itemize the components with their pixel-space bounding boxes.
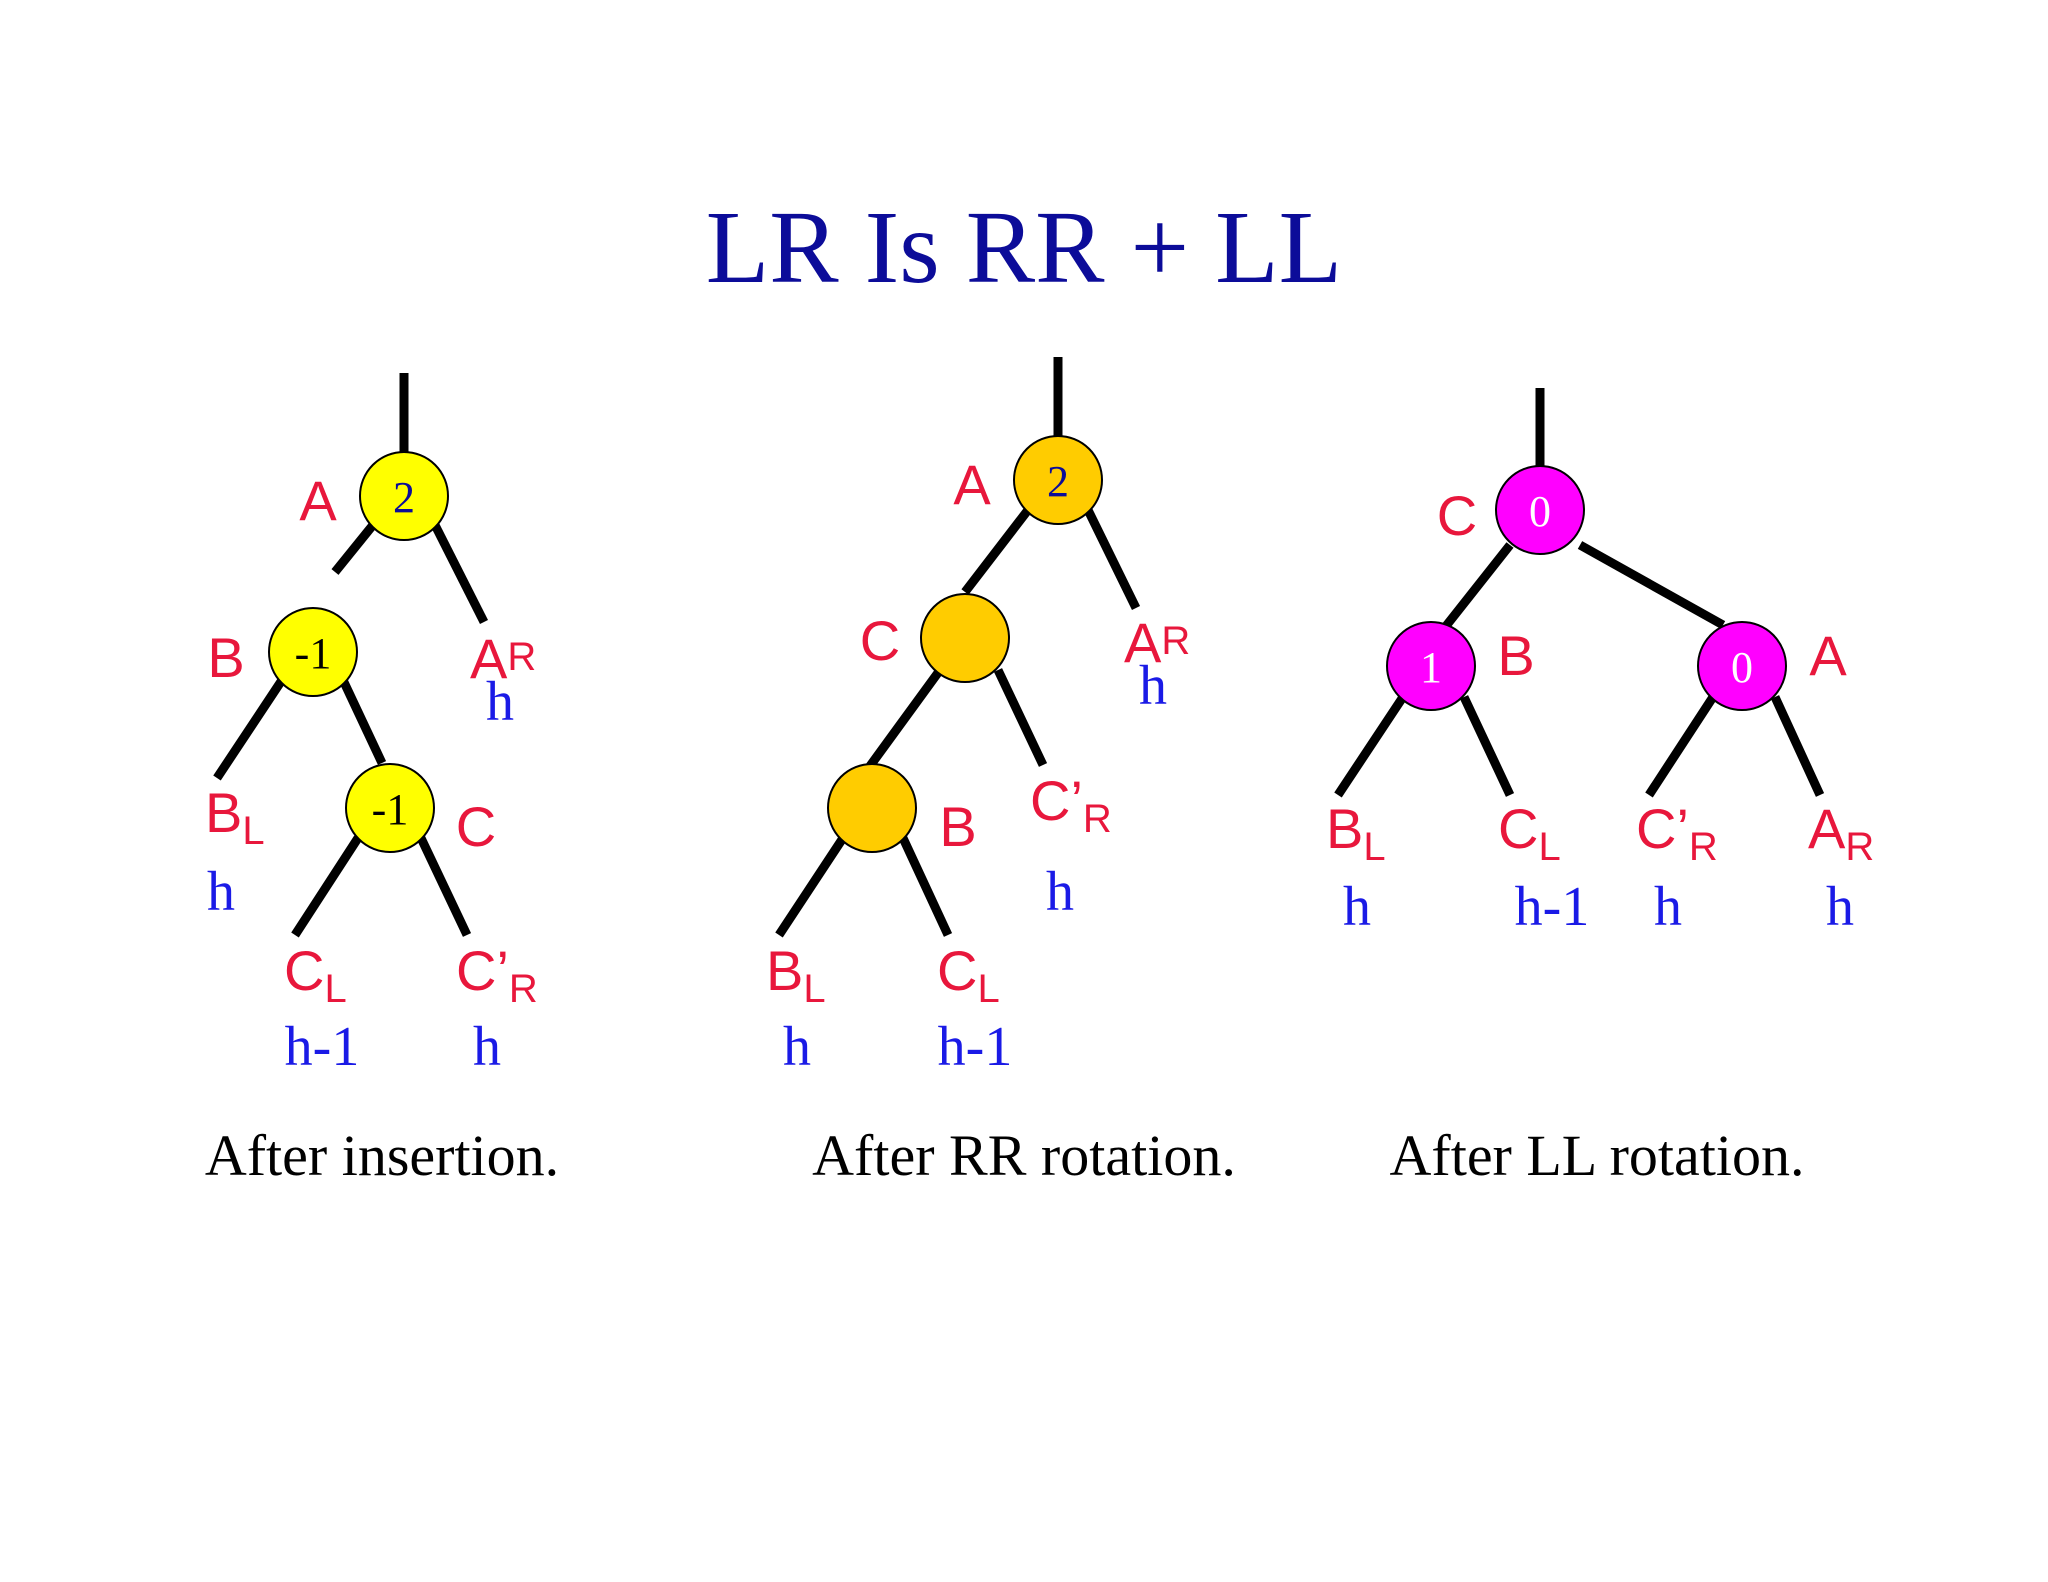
edge-c-a xyxy=(1577,541,1726,629)
caption-after-rr-rotation: After RR rotation. xyxy=(812,1123,1236,1188)
subtree-crp-height: h xyxy=(473,1016,501,1078)
node-c: -1 xyxy=(345,763,435,853)
subtree-crp-height: h xyxy=(1046,861,1074,923)
edge-b-c xyxy=(338,678,387,765)
edge-b-bl xyxy=(213,677,286,781)
node-b-label: B xyxy=(1497,624,1534,687)
caption-after-insertion: After insertion. xyxy=(205,1123,559,1188)
node-c xyxy=(920,593,1010,683)
edge-a-crp xyxy=(1645,694,1717,798)
edge-c-crp xyxy=(993,668,1048,767)
node-b-circle xyxy=(1386,621,1476,711)
node-a: 2 xyxy=(359,451,449,541)
subtree-cl-label: CL xyxy=(937,939,1000,1011)
node-b-circle xyxy=(827,763,917,853)
diagram-after-ll-rotation: 0 1 0 C B A BL h CL h-1 C’R h AR h After… xyxy=(1326,388,1874,1188)
diagram-after-rr-rotation: 2 A C B AR h C’R h BL h CL h-1 After RR … xyxy=(766,357,1236,1188)
edge-b-cl xyxy=(1459,695,1515,797)
node-b-circle xyxy=(268,607,358,697)
subtree-ar-label: AR xyxy=(470,627,536,690)
node-a-label: A xyxy=(1809,624,1847,687)
subtree-cl-height: h-1 xyxy=(1515,876,1590,938)
subtree-bl-label: BL xyxy=(205,781,265,853)
edge-b-bl xyxy=(1334,694,1407,798)
subtree-crp-height: h xyxy=(1654,876,1682,938)
subtree-crp-label: C’R xyxy=(1030,769,1112,841)
subtree-bl-label: BL xyxy=(766,939,826,1011)
node-b-label: B xyxy=(939,795,976,858)
node-a-circle xyxy=(359,451,449,541)
edge-a-c xyxy=(961,507,1032,595)
edge-a-ar xyxy=(1770,695,1825,797)
edge-c-b xyxy=(866,667,944,769)
node-b-balance-factor: 1 xyxy=(1420,643,1442,692)
node-c: 0 xyxy=(1495,465,1585,555)
node-c-label: C xyxy=(1437,484,1477,547)
subtree-ar-height: h xyxy=(1826,876,1854,938)
node-a-balance-factor: 2 xyxy=(1047,457,1069,506)
node-a: 0 xyxy=(1697,621,1787,711)
node-b: -1 xyxy=(268,607,358,697)
subtree-cl-label: CL xyxy=(284,939,347,1011)
node-c-circle xyxy=(345,763,435,853)
slide-title: LR Is RR + LL xyxy=(706,190,1342,305)
node-a-circle xyxy=(1013,435,1103,525)
node-b-balance-factor: -1 xyxy=(295,629,332,678)
node-c-label: C xyxy=(456,795,496,858)
subtree-ar-height: h xyxy=(1139,655,1167,717)
edge-a-b xyxy=(331,522,377,575)
edge-c-cl xyxy=(291,835,362,938)
subtree-bl-height: h xyxy=(1343,876,1371,938)
subtree-bl-height: h xyxy=(783,1016,811,1078)
subtree-crp-label: C’R xyxy=(1636,797,1718,869)
subtree-bl-height: h xyxy=(207,861,235,923)
node-a-circle xyxy=(1697,621,1787,711)
node-a-balance-factor: 2 xyxy=(393,473,415,522)
node-a: 2 xyxy=(1013,435,1103,525)
node-a-label: A xyxy=(299,469,337,532)
node-b xyxy=(827,763,917,853)
edge-c-b xyxy=(1442,542,1514,629)
subtree-cl-height: h-1 xyxy=(938,1016,1013,1078)
node-c-circle xyxy=(920,593,1010,683)
edge-b-cl xyxy=(898,836,953,937)
node-c-balance-factor: 0 xyxy=(1529,487,1551,536)
edge-a-ar xyxy=(1083,508,1141,610)
edge-c-crp xyxy=(416,836,472,937)
subtree-cl-height: h-1 xyxy=(285,1016,360,1078)
node-b-label: B xyxy=(207,626,244,689)
subtree-ar-height: h xyxy=(486,671,514,733)
node-c-balance-factor: -1 xyxy=(372,785,409,834)
caption-after-ll-rotation: After LL rotation. xyxy=(1390,1123,1805,1188)
subtree-cl-label: CL xyxy=(1498,797,1561,869)
diagram-after-insertion: 2 -1 -1 A B C AR h BL h CL h-1 C’R h Aft… xyxy=(205,373,559,1188)
subtree-ar-label: AR xyxy=(1808,797,1874,869)
edge-a-ar xyxy=(430,522,489,625)
node-c-label: C xyxy=(860,609,900,672)
node-a-label: A xyxy=(953,453,991,516)
node-c-circle xyxy=(1495,465,1585,555)
edge-b-bl xyxy=(775,835,847,938)
subtree-bl-label: BL xyxy=(1326,797,1386,869)
node-a-balance-factor: 0 xyxy=(1731,643,1753,692)
node-b: 1 xyxy=(1386,621,1476,711)
subtree-ar-label: AR xyxy=(1124,611,1190,674)
subtree-crp-label: C’R xyxy=(456,939,538,1011)
